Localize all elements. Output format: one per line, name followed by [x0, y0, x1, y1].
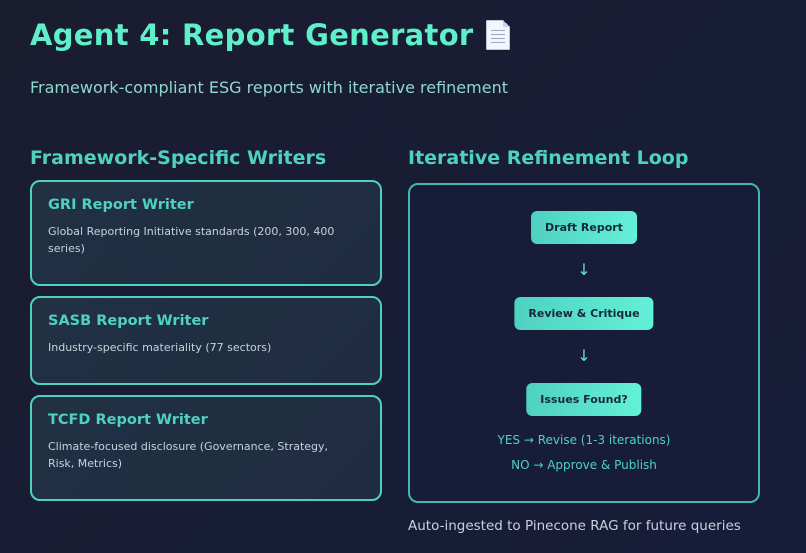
page-title-text: Agent 4: Report Generator [30, 18, 474, 52]
draft-report-step: Draft Report [531, 211, 637, 244]
document-icon [485, 20, 510, 50]
sasb-writer-card: SASB Report Writer Industry-specific mat… [30, 296, 382, 385]
page-title: Agent 4: Report Generator [30, 18, 510, 52]
writers-section-title: Framework-Specific Writers [30, 147, 327, 169]
down-arrow-icon: ↓ [577, 346, 591, 365]
writer-card-description: Industry-specific materiality (77 sector… [48, 341, 272, 354]
review-critique-step: Review & Critique [514, 297, 654, 330]
yes-outcome: YES → Revise (1-3 iterations) [497, 433, 671, 447]
writer-card-description: Climate-focused disclosure (Governance, … [48, 440, 329, 470]
writer-card-title: SASB Report Writer [48, 313, 209, 329]
no-outcome: NO → Approve & Publish [511, 458, 657, 472]
rag-footnote: Auto-ingested to Pinecone RAG for future… [408, 518, 741, 534]
loop-section-title: Iterative Refinement Loop [408, 147, 689, 169]
writer-card-title: TCFD Report Writer [48, 412, 208, 428]
writer-card-title: GRI Report Writer [48, 197, 194, 213]
refinement-loop-diagram: Draft Report ↓ Review & Critique ↓ Issue… [408, 183, 760, 503]
issues-found-step: Issues Found? [526, 383, 642, 416]
writer-card-description: Global Reporting Initiative standards (2… [48, 225, 335, 255]
page-subtitle: Framework-compliant ESG reports with ite… [30, 78, 508, 97]
gri-writer-card: GRI Report Writer Global Reporting Initi… [30, 180, 382, 286]
down-arrow-icon: ↓ [577, 260, 591, 279]
tcfd-writer-card: TCFD Report Writer Climate-focused discl… [30, 395, 382, 501]
